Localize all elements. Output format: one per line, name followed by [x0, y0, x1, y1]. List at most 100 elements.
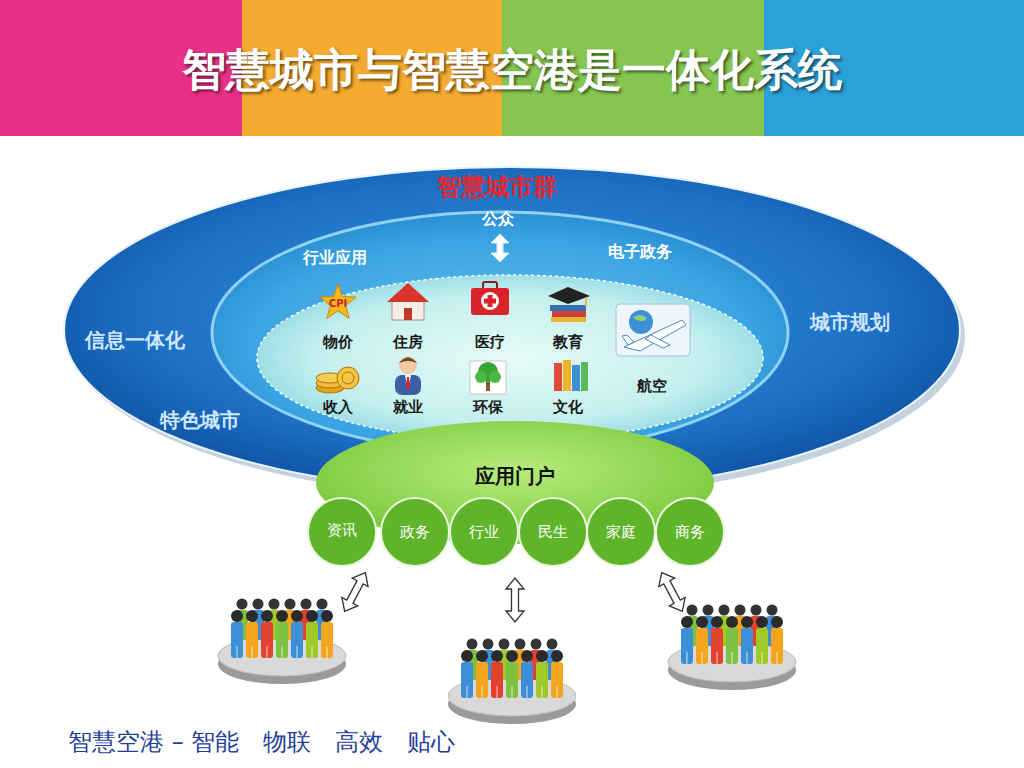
person-head — [751, 605, 762, 616]
person-head — [735, 605, 746, 616]
house-icon — [387, 283, 429, 320]
person-head — [756, 616, 768, 628]
person-head — [291, 610, 303, 622]
node-label: 行业 — [469, 523, 499, 541]
education-icon — [548, 287, 590, 322]
person-body — [231, 622, 243, 658]
person-body — [284, 610, 296, 640]
portal-circle: 政务 — [379, 496, 451, 568]
portal-circle: 家庭 — [585, 496, 657, 568]
person-body — [734, 616, 746, 646]
circle-fill — [450, 498, 518, 566]
circle-fill — [519, 498, 587, 566]
person-leg-gap — [761, 652, 762, 664]
node-label: 航空 — [637, 377, 667, 395]
person-body — [686, 616, 698, 646]
node-label: 行业应用 — [303, 248, 367, 267]
person-body — [252, 610, 264, 640]
person-body — [321, 622, 333, 658]
circle-fill — [381, 498, 449, 566]
node-label: 资讯 — [327, 521, 357, 539]
person-leg-gap — [731, 652, 732, 664]
person-head — [246, 610, 258, 622]
income-icon — [316, 367, 359, 393]
person-head — [547, 639, 558, 650]
person-head — [681, 616, 693, 628]
person-body — [536, 662, 548, 698]
person-head — [551, 650, 563, 662]
node-label: 教育 — [553, 333, 583, 351]
person-head — [253, 599, 264, 610]
person-body — [300, 610, 312, 640]
person-head — [536, 650, 548, 662]
region-ellipse: 公众行业应用电子政务物价住房医疗教育航空收入就业环保文化 — [210, 210, 790, 455]
node-label: 家庭 — [606, 523, 636, 541]
person-leg-gap — [541, 686, 542, 698]
person-body — [750, 616, 762, 646]
person-leg-gap — [746, 652, 747, 664]
person-head — [301, 599, 312, 610]
person-head — [231, 610, 243, 622]
title-text: 智慧城市与智慧空港是一体化系统 — [182, 44, 842, 97]
person-head — [741, 616, 753, 628]
portal-circle: 资讯 — [306, 496, 378, 568]
person-body — [466, 650, 478, 680]
node-label: 物价 — [323, 333, 353, 351]
person-leg-gap — [701, 652, 702, 664]
person-leg-gap — [266, 646, 267, 658]
person-head — [767, 605, 778, 616]
person-body — [236, 610, 248, 640]
node-label: 公众 — [482, 209, 514, 228]
person-body — [741, 628, 753, 664]
person-body — [482, 650, 494, 680]
node-label: 医疗 — [475, 333, 505, 351]
caption-text: 智慧空港 – 智能 物联 高效 贴心 — [68, 728, 455, 757]
region-ellipse: 应用门户资讯政务行业民生家庭商务 — [315, 420, 715, 545]
person-body — [696, 628, 708, 664]
node-label: 就业 — [393, 398, 423, 416]
person-head — [696, 616, 708, 628]
node-label: 环保 — [473, 398, 503, 416]
portal-circle: 商务 — [654, 496, 726, 568]
node-label: 文化 — [553, 398, 583, 416]
person-head — [285, 599, 296, 610]
person-body — [491, 662, 503, 698]
person-leg-gap — [326, 646, 327, 658]
node-label: 住房 — [393, 333, 423, 351]
environment-icon — [470, 361, 506, 394]
person-leg-gap — [311, 646, 312, 658]
person-body — [521, 662, 533, 698]
double-arrow — [654, 568, 691, 615]
person-head — [719, 605, 730, 616]
person-body — [476, 662, 488, 698]
person-body — [551, 662, 563, 698]
node-label: 信息一体化 — [85, 328, 185, 352]
node-label: 收入 — [323, 398, 353, 416]
node-label: 城市规划 — [810, 310, 890, 334]
person-leg-gap — [686, 652, 687, 664]
person-body — [506, 662, 518, 698]
person-head — [321, 610, 333, 622]
circle-fill — [308, 498, 376, 566]
portal-circle: 行业 — [448, 496, 520, 568]
node-label: 特色城市 — [160, 408, 240, 432]
person-leg-gap — [481, 686, 482, 698]
person-body — [268, 610, 280, 640]
cpi-star — [320, 284, 356, 318]
person-head — [261, 610, 273, 622]
ellipse-fill — [257, 275, 763, 441]
double-arrow — [337, 568, 374, 615]
circle-fill — [587, 498, 655, 566]
person-head — [306, 610, 318, 622]
person-leg-gap — [466, 686, 467, 698]
person-head — [467, 639, 478, 650]
person-leg-gap — [716, 652, 717, 664]
person-body — [246, 622, 258, 658]
person-body — [771, 628, 783, 664]
platform-side — [218, 644, 346, 684]
person-leg-gap — [776, 652, 777, 664]
employment-icon — [395, 356, 421, 395]
person-head — [269, 599, 280, 610]
platform-side — [448, 684, 576, 724]
